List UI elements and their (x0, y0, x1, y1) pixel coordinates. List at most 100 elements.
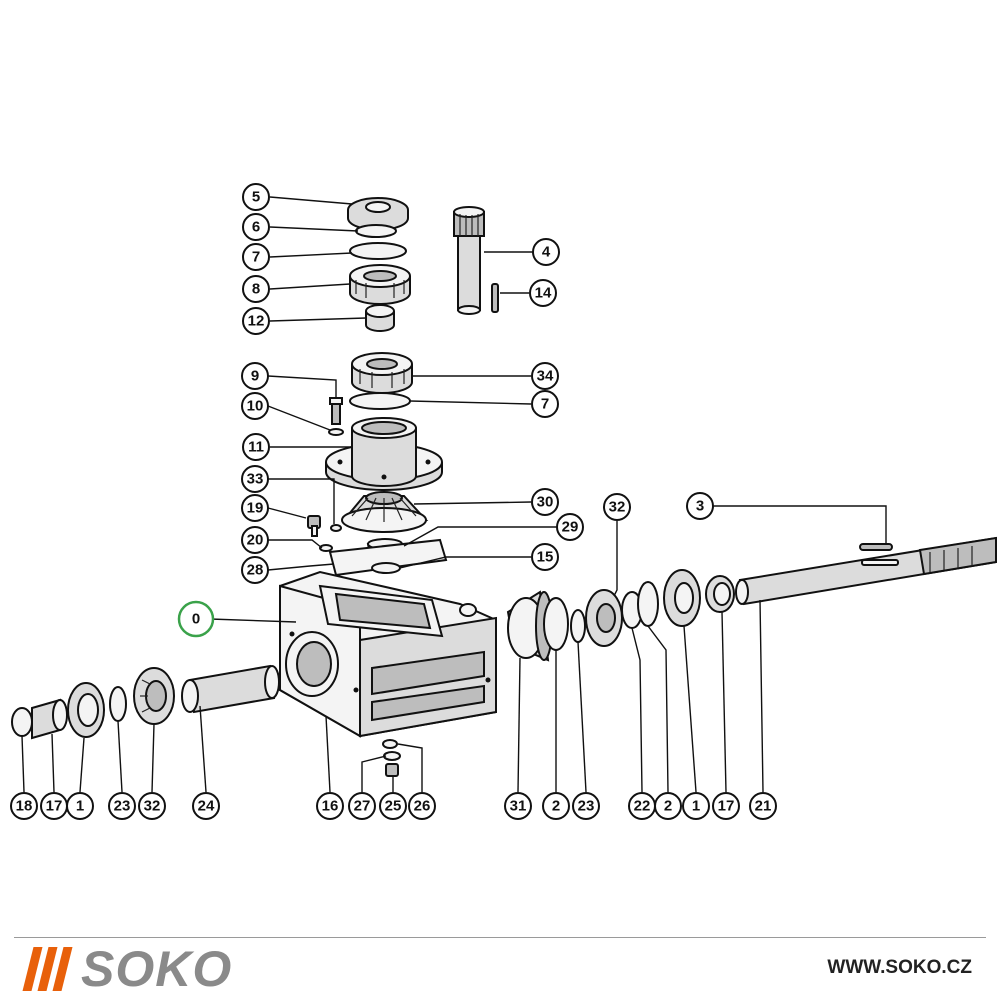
svg-text:7: 7 (252, 249, 260, 266)
callout-27: 27 (348, 792, 376, 820)
part-27-washer (383, 751, 401, 761)
svg-text:25: 25 (385, 798, 402, 815)
svg-text:19: 19 (247, 500, 264, 517)
svg-text:30: 30 (537, 494, 554, 511)
svg-text:5: 5 (252, 189, 260, 206)
callout-7-lower: 7 (531, 390, 559, 418)
svg-text:9: 9 (251, 368, 259, 385)
callout-9: 9 (241, 362, 269, 390)
svg-text:21: 21 (755, 798, 772, 815)
svg-text:2: 2 (552, 798, 560, 815)
callout-17-left: 17 (40, 792, 68, 820)
callout-32-top: 32 (603, 493, 631, 521)
part-12-bushing (365, 304, 395, 332)
part-3-key (859, 543, 899, 566)
callout-19: 19 (241, 494, 269, 522)
part-8-bearing (349, 264, 411, 305)
callout-5: 5 (242, 183, 270, 211)
part-10-washer (328, 428, 344, 436)
svg-text:6: 6 (252, 219, 260, 236)
part-24-sleeve (181, 664, 280, 714)
part-34-bearing (351, 352, 413, 394)
callout-3: 3 (686, 492, 714, 520)
part-18-circlip (11, 707, 33, 737)
callout-4: 4 (532, 238, 560, 266)
svg-text:32: 32 (144, 798, 161, 815)
svg-text:12: 12 (248, 313, 265, 330)
svg-text:34: 34 (537, 368, 554, 385)
callout-2-b: 2 (654, 792, 682, 820)
part-25-drain-plug (385, 763, 399, 777)
svg-text:23: 23 (578, 798, 595, 815)
callout-24: 24 (192, 792, 220, 820)
part-2-shim-a (543, 597, 569, 651)
part-32-bearing-right (585, 589, 623, 647)
callout-0: 0 (177, 600, 215, 638)
part-7-circlip-lower (349, 392, 411, 410)
part-26-seal-washer (382, 739, 398, 749)
svg-text:15: 15 (537, 549, 554, 566)
part-14-key (491, 283, 499, 313)
callout-1-right: 1 (682, 792, 710, 820)
part-1-seal-left (67, 682, 105, 738)
callout-6: 6 (242, 213, 270, 241)
svg-text:18: 18 (16, 798, 33, 815)
svg-text:31: 31 (510, 798, 527, 815)
svg-text:22: 22 (634, 798, 651, 815)
callout-8: 8 (242, 275, 270, 303)
svg-text:4: 4 (542, 244, 551, 261)
website-url[interactable]: WWW.SOKO.CZ (827, 957, 972, 978)
callout-26: 26 (408, 792, 436, 820)
soko-logo[interactable]: SOKO (22, 941, 232, 997)
callout-20: 20 (241, 526, 269, 554)
callout-29: 29 (556, 513, 584, 541)
callout-28: 28 (241, 556, 269, 584)
callout-16: 16 (316, 792, 344, 820)
callout-33: 33 (241, 465, 269, 493)
part-1-seal-right (663, 569, 701, 627)
part-9-bolt (329, 397, 343, 425)
svg-text:33: 33 (247, 471, 264, 488)
part-30-bevel-gear (341, 491, 429, 533)
part-15-ring (371, 562, 401, 574)
svg-text:2: 2 (664, 798, 672, 815)
part-23-shim-left (109, 686, 127, 722)
svg-text:27: 27 (354, 798, 371, 815)
callout-10: 10 (241, 392, 269, 420)
part-20-washer (319, 544, 333, 552)
part-32-bearing-left (133, 667, 175, 725)
callout-18: 18 (10, 792, 38, 820)
callout-17-right: 17 (712, 792, 740, 820)
svg-text:0: 0 (192, 611, 200, 628)
svg-text:20: 20 (247, 532, 264, 549)
svg-text:14: 14 (535, 285, 552, 302)
leader-lines (21, 196, 887, 793)
part-6-ring (355, 224, 397, 238)
svg-text:26: 26 (414, 798, 431, 815)
svg-text:1: 1 (76, 798, 84, 815)
svg-text:23: 23 (114, 798, 131, 815)
callout-7-top: 7 (242, 243, 270, 271)
part-11-bearing-housing (325, 417, 443, 491)
svg-text:28: 28 (247, 562, 264, 579)
svg-text:10: 10 (247, 398, 264, 415)
callout-12: 12 (242, 307, 270, 335)
svg-text:32: 32 (609, 499, 626, 516)
part-0-gearbox-housing (279, 570, 497, 738)
logo-bars-icon (22, 947, 73, 991)
footer-divider (14, 937, 986, 938)
callout-22: 22 (628, 792, 656, 820)
callout-23-left: 23 (108, 792, 136, 820)
callout-32-left: 32 (138, 792, 166, 820)
callout-30: 30 (531, 488, 559, 516)
callout-1-left: 1 (66, 792, 94, 820)
part-21-output-shaft (735, 536, 997, 606)
part-2-shim-b (637, 581, 659, 627)
callout-11: 11 (242, 433, 270, 461)
callout-14: 14 (529, 279, 557, 307)
part-33-pin (330, 524, 342, 532)
svg-text:17: 17 (718, 798, 735, 815)
svg-text:24: 24 (198, 798, 215, 815)
part-7-circlip-top (349, 242, 407, 260)
